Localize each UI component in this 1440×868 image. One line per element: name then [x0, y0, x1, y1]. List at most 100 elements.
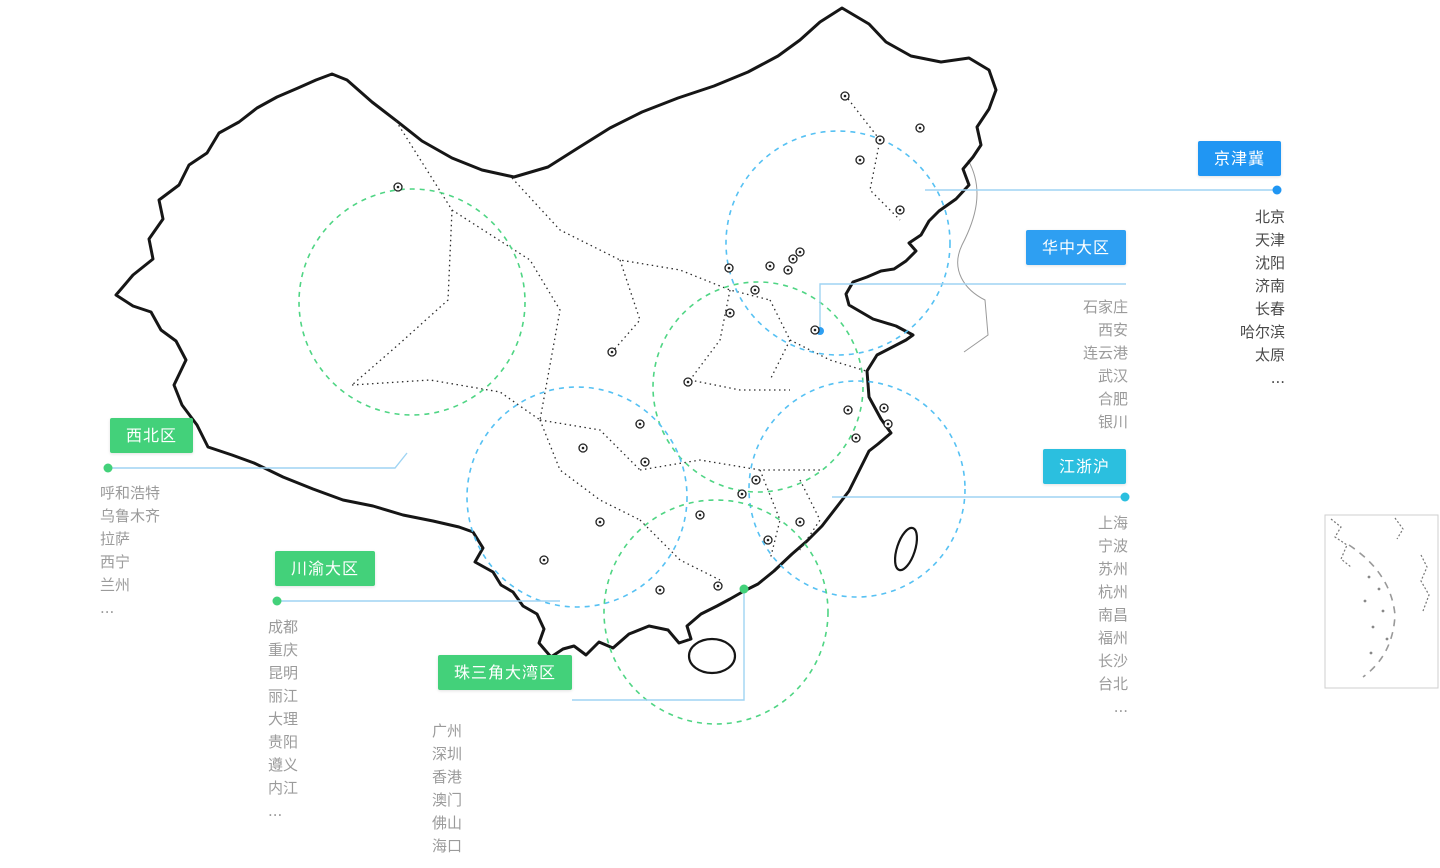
city-marker-dot — [598, 520, 602, 524]
city-marker-dot — [798, 250, 802, 254]
city-marker-dot — [753, 288, 757, 292]
connector-zhusanjiao — [572, 589, 745, 701]
region-circles — [298, 130, 966, 725]
city-item: ... — [100, 599, 115, 617]
region-badge-huazhong[interactable]: 华中大区 — [1026, 230, 1127, 265]
city-marker-dot — [754, 478, 758, 482]
city-item: 沈阳 — [1254, 254, 1285, 272]
city-marker-dot — [686, 380, 690, 384]
region-circle-xibei — [298, 188, 526, 416]
city-item: 昆明 — [268, 664, 299, 682]
city-item: 深圳 — [432, 745, 463, 763]
city-item: 石家庄 — [1082, 298, 1128, 316]
city-item: 西宁 — [100, 553, 131, 571]
inset-island-coast — [1394, 517, 1404, 540]
city-marker-dot — [786, 268, 790, 272]
dot-chuanyu — [272, 596, 282, 606]
city-item: 长沙 — [1097, 652, 1128, 670]
inset-islands — [1363, 575, 1389, 655]
city-item: 宁波 — [1097, 537, 1128, 555]
region-circle-huazhong — [652, 281, 864, 493]
city-item: ... — [1113, 698, 1128, 716]
city-item: 乌鲁木齐 — [100, 507, 161, 525]
city-item: 广州 — [432, 722, 463, 740]
city-item: 兰州 — [100, 576, 131, 594]
city-marker-dot — [581, 446, 585, 450]
city-item: 济南 — [1254, 277, 1285, 295]
city-marker-dot — [396, 185, 400, 189]
city-marker-dot — [846, 408, 850, 412]
connector-lines — [108, 189, 1277, 701]
city-item: ... — [432, 858, 462, 868]
city-marker-dot — [766, 538, 770, 542]
city-marker-dot — [740, 492, 744, 496]
city-marker-dot — [918, 126, 922, 130]
region-badge-xibei[interactable]: 西北区 — [110, 418, 194, 453]
city-item: 大理 — [268, 710, 299, 728]
city-item: 连云港 — [1082, 344, 1128, 362]
city-marker-dot — [878, 138, 882, 142]
city-marker-dot — [610, 350, 614, 354]
city-item: 成都 — [268, 618, 299, 636]
region-circle-chuanyu — [466, 386, 688, 608]
city-marker-dot — [638, 422, 642, 426]
city-item: 南昌 — [1097, 606, 1128, 624]
dot-xibei — [103, 463, 113, 473]
dot-jingjinji — [1272, 185, 1282, 195]
city-marker-dot — [698, 513, 702, 517]
city-item: 天津 — [1254, 231, 1285, 249]
region-cities-jiangzhehu: 上海宁波苏州杭州南昌福州长沙台北... — [1098, 512, 1128, 719]
region-badge-jiangzhehu[interactable]: 江浙沪 — [1043, 449, 1127, 484]
city-item: 澳门 — [432, 791, 463, 809]
city-item: 苏州 — [1097, 560, 1128, 578]
region-badge-chuanyu[interactable]: 川渝大区 — [275, 551, 376, 586]
city-item: 佛山 — [432, 814, 463, 832]
city-marker-dot — [643, 460, 647, 464]
city-item: 拉萨 — [100, 530, 131, 548]
city-marker-dot — [886, 422, 890, 426]
hainan-island — [687, 637, 737, 675]
south-china-sea-inset — [1324, 514, 1439, 689]
region-badge-jingjinji[interactable]: 京津冀 — [1198, 141, 1282, 176]
city-marker-dot — [542, 558, 546, 562]
inset-dash-line — [1348, 544, 1396, 678]
china-border — [114, 6, 998, 659]
dot-jiangzhehu — [1120, 492, 1130, 502]
city-marker-dot — [768, 264, 772, 268]
city-item: 呼和浩特 — [100, 484, 161, 502]
city-item: 福州 — [1097, 629, 1128, 647]
city-marker-dot — [854, 436, 858, 440]
city-item: 台北 — [1097, 675, 1128, 693]
neighbor-coastline — [957, 159, 989, 353]
region-circle-zhusanjiao — [603, 499, 829, 725]
city-marker-dot — [798, 520, 802, 524]
city-item: 西安 — [1097, 321, 1128, 339]
city-marker-dot — [727, 266, 731, 270]
city-item: 贵阳 — [268, 733, 299, 751]
city-item: 合肥 — [1097, 390, 1128, 408]
city-item: 北京 — [1254, 208, 1285, 226]
city-marker-dot — [791, 257, 795, 261]
connector-xibei — [108, 452, 408, 469]
city-item: ... — [268, 802, 283, 820]
region-circle-jiangzhehu — [748, 380, 966, 598]
city-item: 杭州 — [1097, 583, 1128, 601]
region-cities-zhusanjiao: 广州深圳香港澳门佛山海口... — [432, 720, 462, 868]
city-marker-dot — [882, 406, 886, 410]
city-item: 丽江 — [268, 687, 299, 705]
city-item: 海口 — [432, 837, 463, 855]
connector-huazhong — [819, 283, 1126, 331]
city-item: 武汉 — [1097, 367, 1128, 385]
city-item: 重庆 — [268, 641, 299, 659]
region-badge-zhusanjiao[interactable]: 珠三角大湾区 — [438, 655, 573, 690]
region-circle-jingjinji — [725, 130, 951, 356]
city-item: 上海 — [1097, 514, 1128, 532]
city-item: 香港 — [432, 768, 463, 786]
city-item: 太原 — [1254, 346, 1285, 364]
inset-east-coast — [1420, 554, 1430, 612]
city-item: ... — [1270, 369, 1285, 387]
city-item: 长春 — [1254, 300, 1285, 318]
city-marker-dot — [658, 588, 662, 592]
